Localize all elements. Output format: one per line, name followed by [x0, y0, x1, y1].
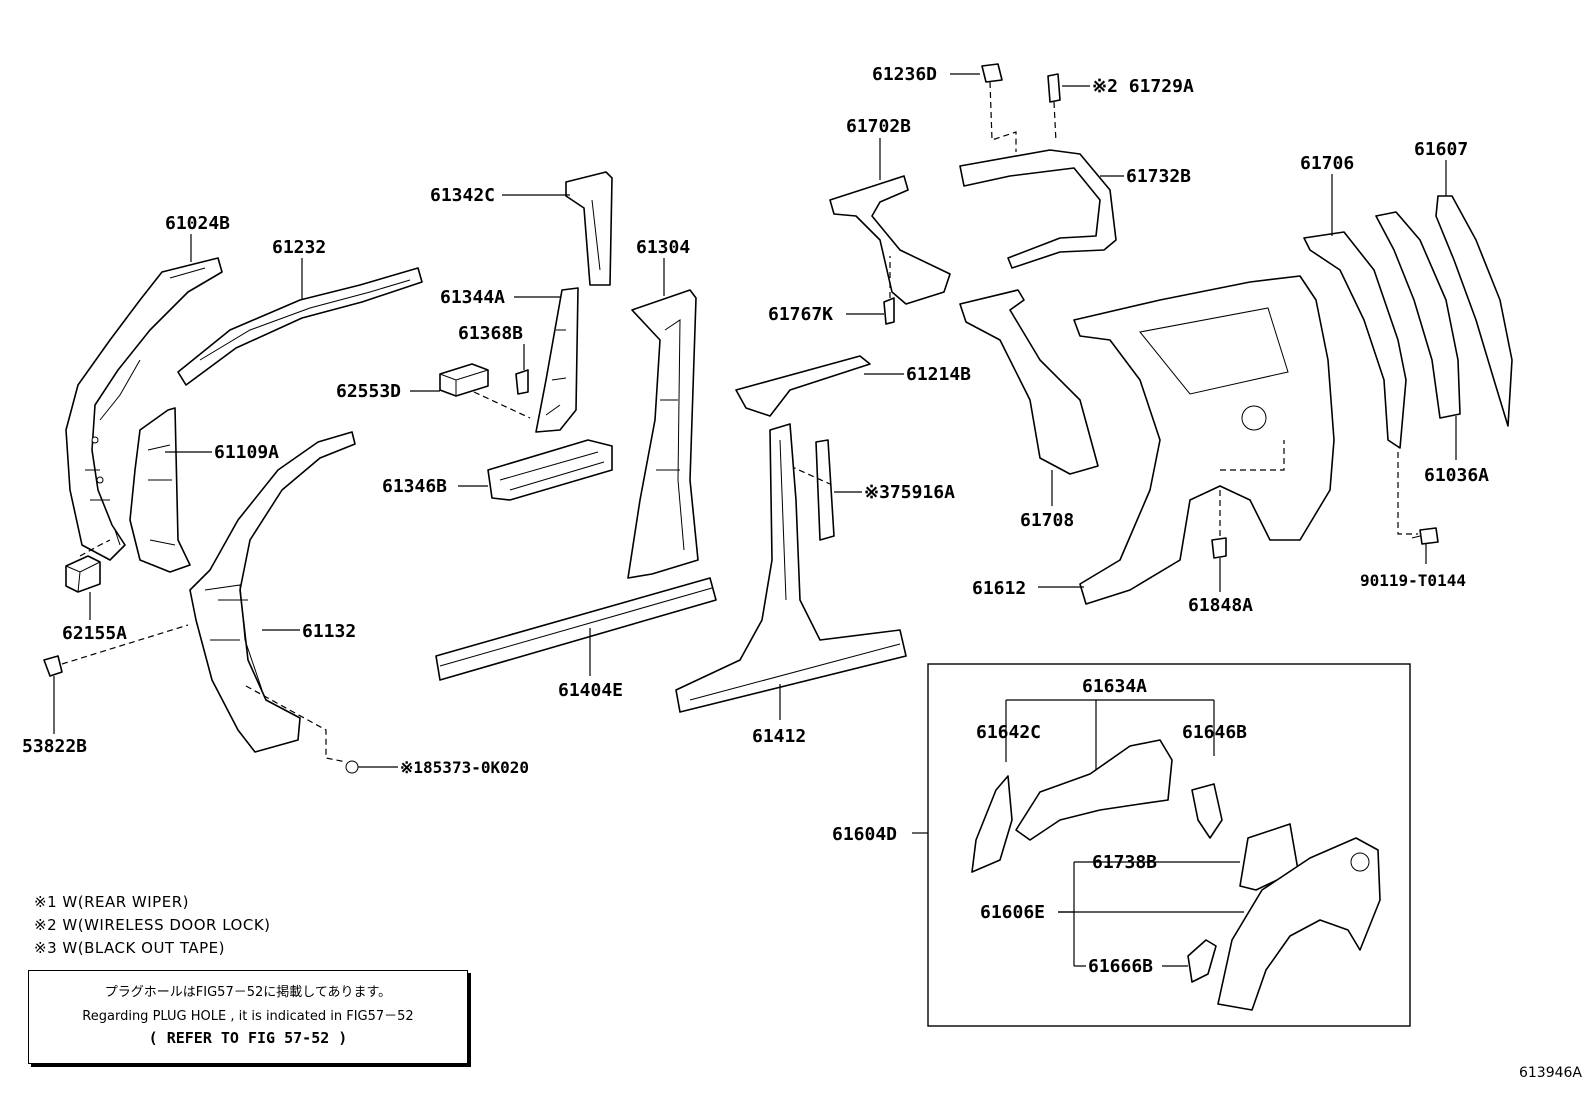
- label-61346B: 61346B: [382, 476, 447, 497]
- assembly-box-61604D: [927, 663, 1411, 1027]
- footnote-1: ※1 W(REAR WIPER): [34, 893, 189, 911]
- label-61642C: 61642C: [976, 722, 1041, 743]
- label-61606E: 61606E: [980, 902, 1045, 923]
- notice-english: Regarding PLUG HOLE , it is indicated in…: [82, 1009, 414, 1024]
- footnote-2: ※2 W(WIRELESS DOOR LOCK): [34, 916, 271, 934]
- label-61236D: 61236D: [872, 64, 937, 85]
- part-53822B-shape: [43, 655, 63, 677]
- label-61634A: 61634A: [1082, 676, 1147, 697]
- part-61132-shape: [189, 431, 356, 753]
- label-61024B: 61024B: [165, 213, 230, 234]
- part-61214B-shape: [735, 355, 871, 417]
- label-61702B: 61702B: [846, 116, 911, 137]
- label-61708: 61708: [1020, 510, 1074, 531]
- notice-refer-link[interactable]: ( REFER TO FIG 57-52 ): [148, 1029, 348, 1047]
- label-61848A: 61848A: [1188, 595, 1253, 616]
- part-61607-shape: [1435, 195, 1513, 427]
- label-61666B: 61666B: [1088, 956, 1153, 977]
- label-61304: 61304: [636, 237, 690, 258]
- part-61767K-shape: [883, 297, 895, 325]
- part-61236D-shape: [981, 63, 1003, 83]
- label-61214B: 61214B: [906, 364, 971, 385]
- part-61404E-shape: [435, 577, 717, 681]
- label-61036A: 61036A: [1424, 465, 1489, 486]
- plug-hole-notice: プラグホールはFIG57－52に掲載してあります。 Regarding PLUG…: [28, 970, 468, 1064]
- label-53822B: 53822B: [22, 736, 87, 757]
- part-61706-shape: [1303, 231, 1407, 449]
- label-61342C: 61342C: [430, 185, 495, 206]
- label-61344A: 61344A: [440, 287, 505, 308]
- label-61767K: 61767K: [768, 304, 833, 325]
- label-61404E: 61404E: [558, 680, 623, 701]
- part-90119-shape: [1411, 527, 1439, 545]
- part-61412-shape: [675, 423, 907, 713]
- part-61708-shape: [959, 289, 1099, 475]
- part-61024B-shape: [65, 257, 223, 561]
- part-61666B-shape: [1187, 939, 1217, 983]
- part-61304-shape: [627, 289, 699, 579]
- part-62553D-shape: [439, 363, 489, 397]
- label-61132: 61132: [302, 621, 356, 642]
- label-61738B: 61738B: [1092, 852, 1157, 873]
- part-61848A-shape: [1211, 537, 1227, 559]
- label-61412: 61412: [752, 726, 806, 747]
- notice-japanese: プラグホールはFIG57－52に掲載してあります。: [104, 985, 392, 1000]
- label-90119-T0144: 90119-T0144: [1360, 571, 1466, 590]
- label-62553D: 62553D: [336, 381, 401, 402]
- part-61346B-shape: [487, 439, 613, 501]
- label-61612: 61612: [972, 578, 1026, 599]
- part-61634A-shape: [1015, 739, 1173, 841]
- part-61642C-shape: [971, 775, 1013, 873]
- label-61729A: ※2 61729A: [1092, 76, 1194, 97]
- label-62155A: 62155A: [62, 623, 127, 644]
- footnote-3: ※3 W(BLACK OUT TAPE): [34, 939, 225, 957]
- part-61232-shape: [177, 267, 423, 386]
- part-61612-shape: [1073, 275, 1335, 605]
- part-61344A-shape: [535, 287, 579, 433]
- part-61702B-shape: [829, 175, 951, 305]
- label-61604D: 61604D: [832, 824, 897, 845]
- part-61646B-shape: [1191, 783, 1223, 839]
- part-61036A-shape: [1375, 211, 1461, 419]
- part-62155A-shape: [65, 555, 101, 593]
- label-61368B: 61368B: [458, 323, 523, 344]
- figure-code: 613946A: [1518, 1065, 1582, 1081]
- part-61342C-shape: [565, 171, 613, 286]
- part-61732B-shape: [959, 149, 1117, 269]
- part-75916A-shape: [815, 439, 835, 541]
- label-61732B: 61732B: [1126, 166, 1191, 187]
- label-75916A: ※375916A: [864, 482, 955, 503]
- part-61109A-shape: [129, 407, 191, 573]
- label-85373-0K020: ※185373-0K020: [400, 758, 529, 777]
- part-61729A-shape: [1047, 73, 1061, 103]
- label-61607: 61607: [1414, 139, 1468, 160]
- part-61606E-shape: [1217, 837, 1381, 1011]
- label-61232: 61232: [272, 237, 326, 258]
- part-61368B-shape: [515, 369, 529, 395]
- label-61706: 61706: [1300, 153, 1354, 174]
- label-61109A: 61109A: [214, 442, 279, 463]
- label-61646B: 61646B: [1182, 722, 1247, 743]
